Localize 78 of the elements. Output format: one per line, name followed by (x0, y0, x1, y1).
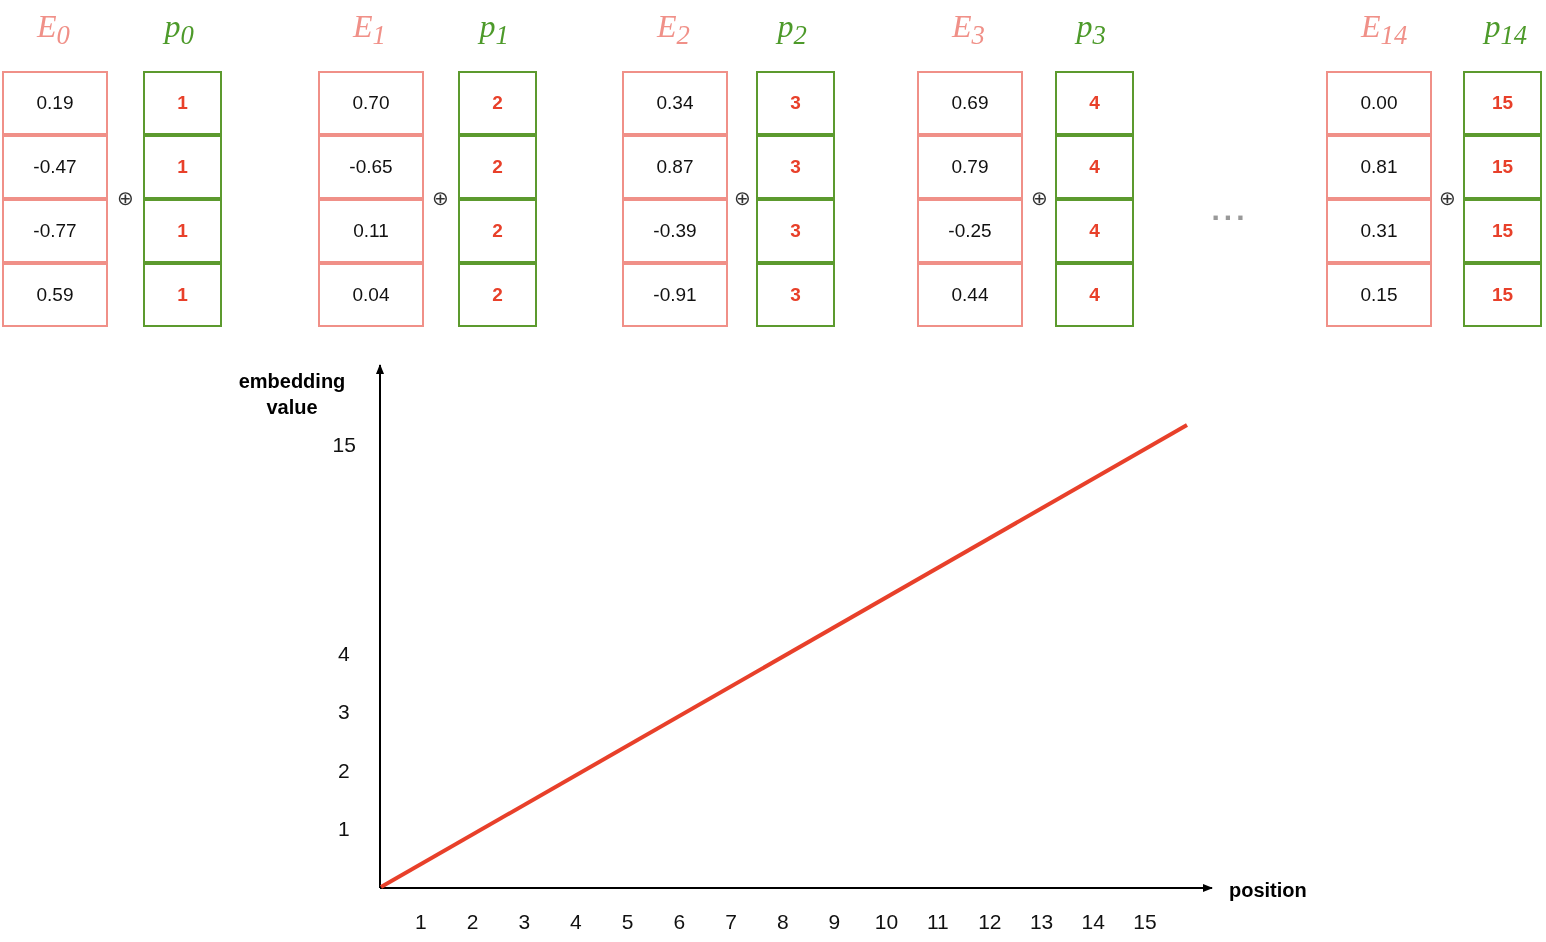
vector-cell: 15 (1463, 135, 1542, 199)
vector-cell: -0.39 (622, 199, 728, 263)
tick-label: 14 (1081, 910, 1105, 934)
vector-cell: 3 (756, 199, 835, 263)
tick-label: 8 (776, 910, 789, 934)
axis-title: position (1229, 878, 1307, 902)
vector-heading: p$_{2}$ (777, 8, 807, 52)
vector-heading: E$_{14}$ (1361, 8, 1408, 52)
vector-heading: p$_{1}$ (479, 8, 509, 52)
tick-label: 7 (725, 910, 737, 934)
tick-label: 3 (518, 910, 531, 934)
vector-cell: 15 (1463, 71, 1542, 135)
vector-heading: E$_{3}$ (952, 8, 985, 52)
vector-cell: 0.19 (2, 71, 108, 135)
tick-label: 5 (621, 910, 634, 934)
plus-sign: ⊕ (1438, 186, 1456, 210)
vector-cell: 2 (458, 199, 537, 263)
tick-label: 13 (1029, 910, 1054, 934)
vector-cell: 15 (1463, 263, 1542, 327)
vector-cell: 15 (1463, 199, 1542, 263)
ellipsis: ... (1211, 193, 1249, 227)
vector-cell: 3 (756, 263, 835, 327)
vector-cell: 0.87 (622, 135, 728, 199)
vector-cell: -0.65 (318, 135, 424, 199)
vector-cell: -0.47 (2, 135, 108, 199)
vector-cell: 3 (756, 135, 835, 199)
vector-cell: 4 (1055, 263, 1134, 327)
tick-label: 11 (927, 910, 949, 934)
vector-heading: E$_{2}$ (657, 8, 690, 52)
vector-cell: 3 (756, 71, 835, 135)
tick-label: 1 (415, 910, 427, 934)
tick-label: 2 (338, 759, 350, 783)
vector-cell: 1 (143, 71, 222, 135)
vector-cell: 0.69 (917, 71, 1023, 135)
plus-sign: ⊕ (733, 186, 751, 210)
vector-cell: 2 (458, 71, 537, 135)
vector-cell: -0.25 (917, 199, 1023, 263)
vector-cell: -0.77 (2, 199, 108, 263)
vector-cell: 0.79 (917, 135, 1023, 199)
vector-cell: 1 (143, 199, 222, 263)
vector-heading: p$_{14}$ (1484, 8, 1528, 52)
vector-cell: 4 (1055, 135, 1134, 199)
tick-label: 2 (466, 910, 479, 934)
vector-cell: 0.31 (1326, 199, 1432, 263)
vector-heading: E$_{0}$ (37, 8, 70, 52)
vector-cell: 0.04 (318, 263, 424, 327)
vector-cell: 0.59 (2, 263, 108, 327)
vector-cell: 1 (143, 135, 222, 199)
vector-heading: p$_{3}$ (1076, 8, 1106, 52)
vector-cell: -0.91 (622, 263, 728, 327)
tick-label: 1 (338, 817, 350, 841)
tick-label: 6 (673, 910, 686, 934)
vector-cell: 4 (1055, 199, 1134, 263)
tick-label: 4 (570, 910, 582, 934)
vector-cell: 0.70 (318, 71, 424, 135)
tick-label: 15 (332, 433, 356, 457)
plus-sign: ⊕ (116, 186, 134, 210)
vector-cell: 2 (458, 263, 537, 327)
vector-cell: 4 (1055, 71, 1134, 135)
vector-heading: p$_{0}$ (164, 8, 194, 52)
vector-heading: E$_{1}$ (353, 8, 386, 52)
vector-cell: 0.34 (622, 71, 728, 135)
vector-cell: 0.81 (1326, 135, 1432, 199)
vector-cell: 1 (143, 263, 222, 327)
vector-cell: 0.15 (1326, 263, 1432, 327)
vector-cell: 0.00 (1326, 71, 1432, 135)
vector-cell: 2 (458, 135, 537, 199)
tick-label: 4 (338, 642, 350, 666)
vector-cell: 0.44 (917, 263, 1023, 327)
tick-label: 12 (978, 910, 1002, 934)
axis-title: embedding value (237, 369, 347, 420)
plus-sign: ⊕ (1030, 186, 1048, 210)
tick-label: 3 (338, 700, 350, 724)
tick-label: 15 (1133, 910, 1157, 934)
tick-label: 10 (874, 910, 899, 934)
vector-cell: 0.11 (318, 199, 424, 263)
tick-label: 9 (828, 910, 841, 934)
plus-sign: ⊕ (431, 186, 449, 210)
